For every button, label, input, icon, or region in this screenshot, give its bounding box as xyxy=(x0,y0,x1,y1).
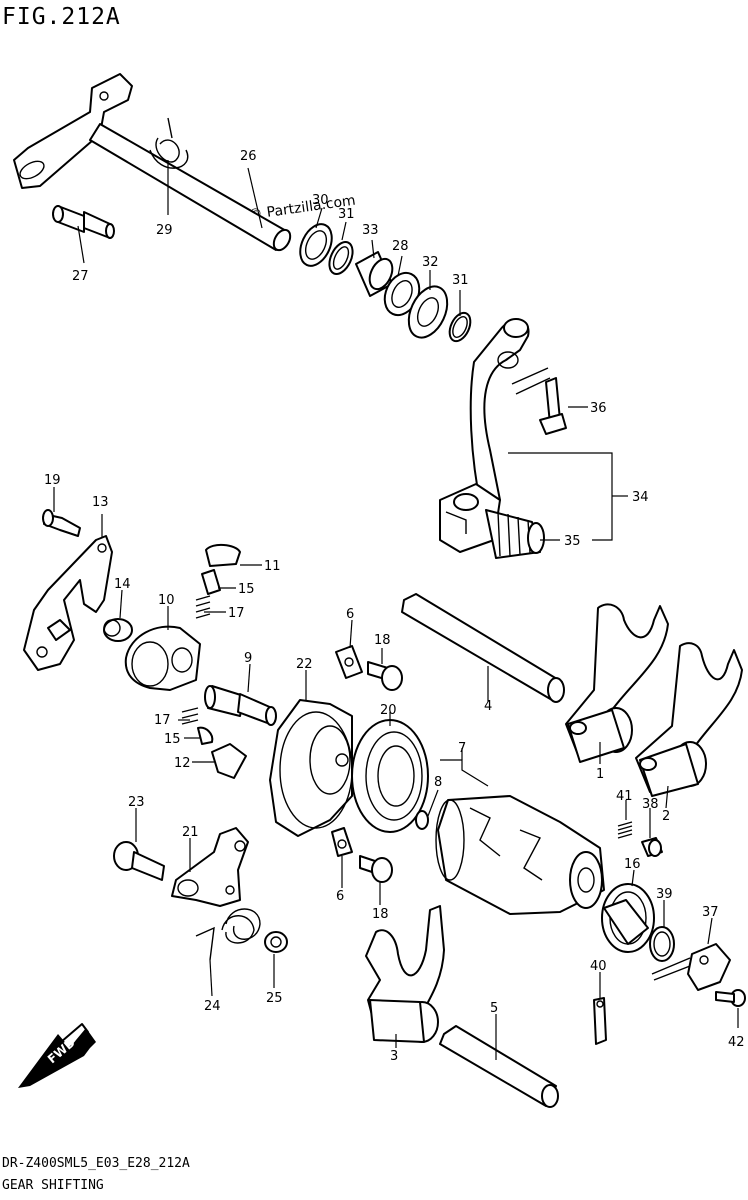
callout-34: 34 xyxy=(632,490,649,505)
pin-27 xyxy=(52,205,115,239)
callout-30: 30 xyxy=(312,193,329,208)
callout-18b: 18 xyxy=(372,907,389,922)
ring-39 xyxy=(649,926,675,962)
callout-29: 29 xyxy=(156,223,173,238)
pin-8 xyxy=(415,810,429,830)
gearshift-cam-plate-13 xyxy=(23,509,113,671)
plate-6-upper xyxy=(335,645,363,679)
callout-37: 37 xyxy=(702,905,719,920)
leader-lines xyxy=(53,160,739,1060)
callout-labels: 26 29 27 30 31 33 28 32 31 36 34 35 19 1… xyxy=(44,149,745,1064)
callout-11: 11 xyxy=(264,559,281,574)
callout-7: 7 xyxy=(458,741,466,756)
figure-title: FIG.212A xyxy=(2,4,121,30)
callout-33: 33 xyxy=(362,223,379,238)
callout-28: 28 xyxy=(392,239,409,254)
shaft-seals-and-washers xyxy=(299,223,472,343)
spring-41 xyxy=(617,821,633,839)
callout-8-label: 8 xyxy=(434,775,442,790)
callout-16-label: 16 xyxy=(624,857,641,872)
callout-5: 5 xyxy=(490,1001,498,1016)
bolt-18-lower xyxy=(359,855,393,883)
callout-31a: 31 xyxy=(338,207,355,222)
pawl-12 xyxy=(211,743,247,779)
callout-1: 1 xyxy=(596,767,604,782)
callout-40: 40 xyxy=(590,959,607,974)
washer-14 xyxy=(103,618,133,642)
callout-20: 20 xyxy=(380,703,397,718)
callout-12: 12 xyxy=(174,756,191,771)
fork-shaft-5 xyxy=(439,1025,559,1108)
callout-22: 22 xyxy=(296,657,313,672)
section-name: GEAR SHIFTING xyxy=(2,1178,104,1193)
callout-15a: 15 xyxy=(238,582,255,597)
callout-19: 19 xyxy=(44,473,61,488)
fork-shaft-4 xyxy=(401,593,565,703)
callout-26: 26 xyxy=(240,149,257,164)
bearing-16 xyxy=(601,883,655,953)
callout-39: 39 xyxy=(656,887,673,902)
callout-24: 24 xyxy=(204,999,221,1014)
plate-6-lower xyxy=(331,827,353,857)
callout-15b: 15 xyxy=(164,732,181,747)
callout-13: 13 xyxy=(92,495,109,510)
callout-41-label: 41 xyxy=(616,789,633,804)
callout-17a: 17 xyxy=(228,606,245,621)
bolt-23 xyxy=(113,841,165,881)
callout-21-label: 21 xyxy=(182,825,199,840)
bolt-42 xyxy=(715,989,746,1007)
callout-36: 36 xyxy=(590,401,607,416)
callout-31b: 31 xyxy=(452,273,469,288)
shift-fork-3 xyxy=(365,905,445,1043)
callout-25: 25 xyxy=(266,991,283,1006)
shift-fork-2 xyxy=(635,642,743,797)
forward-direction-arrow: FWD xyxy=(18,1023,96,1088)
gearshift-lever-34 xyxy=(439,318,567,559)
clamp-40 xyxy=(593,997,607,1045)
gearshift-shaft-assembly xyxy=(13,73,292,252)
callout-38: 38 xyxy=(642,797,659,812)
gear-position-switch-37 xyxy=(651,943,731,991)
callout-27: 27 xyxy=(72,269,89,284)
shift-cam-7 xyxy=(435,795,605,915)
callout-9: 9 xyxy=(244,651,252,666)
callout-10: 10 xyxy=(158,593,175,608)
bolt-18-upper xyxy=(367,661,403,691)
callout-4: 4 xyxy=(484,699,492,714)
callout-6b: 6 xyxy=(336,889,344,904)
callout-14: 14 xyxy=(114,577,131,592)
callout-23-label: 23 xyxy=(128,795,145,810)
spring-24 xyxy=(195,908,261,961)
callout-35: 35 xyxy=(564,534,581,549)
pin-38 xyxy=(641,837,663,857)
callout-6a: 6 xyxy=(346,607,354,622)
washer-25 xyxy=(264,931,288,953)
shift-fork-1 xyxy=(565,603,669,763)
callout-2: 2 xyxy=(662,809,670,824)
callout-3: 3 xyxy=(390,1049,398,1064)
callout-42: 42 xyxy=(728,1035,745,1050)
callout-32: 32 xyxy=(422,255,439,270)
gear-22 xyxy=(269,699,353,837)
callout-18a: 18 xyxy=(374,633,391,648)
stopper-arm-21 xyxy=(171,827,249,907)
model-code: DR-Z400SML5_E03_E28_212A xyxy=(2,1156,190,1171)
callout-17b: 17 xyxy=(154,713,171,728)
pin-9 xyxy=(204,685,277,726)
shift-pawl-assembly xyxy=(124,544,241,745)
